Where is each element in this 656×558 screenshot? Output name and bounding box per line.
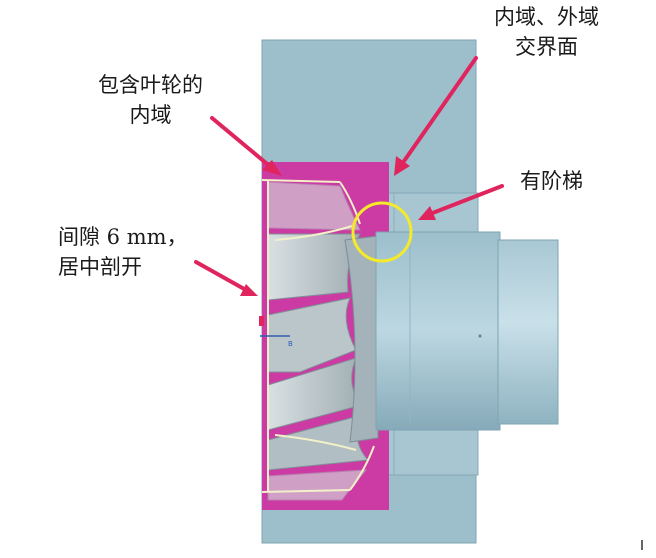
svg-text:B: B [288, 340, 293, 348]
arrow-gap-head [240, 284, 258, 296]
label-step: 有阶梯 [520, 166, 583, 196]
annotation-arrows [194, 56, 504, 296]
arrow-inner-domain [210, 116, 274, 170]
label-inner-domain-line1: 包含叶轮的 [98, 73, 203, 97]
label-inner-domain: 包含叶轮的 内域 [98, 70, 203, 130]
impeller-blades [267, 181, 370, 501]
arrow-inner-domain-head [262, 160, 282, 176]
label-interface: 内域、外域 交界面 [494, 2, 599, 62]
label-gap-line1: 间隙 6 mm， [58, 225, 188, 249]
label-inner-domain-line2: 内域 [129, 103, 172, 127]
label-interface-line2: 交界面 [515, 35, 578, 59]
label-step-text: 有阶梯 [520, 169, 583, 193]
arrow-step-head [418, 206, 436, 220]
step-highlight-circle [351, 201, 413, 263]
arrow-gap [194, 260, 248, 292]
arrow-step [428, 184, 504, 216]
shaft-center-mark [478, 334, 482, 338]
label-gap: 间隙 6 mm， 居中剖开 [58, 222, 188, 282]
impeller-hub [344, 235, 379, 443]
label-gap-line2: 居中剖开 [58, 255, 142, 279]
label-interface-line1: 内域、外域 [494, 5, 599, 29]
shaft-hub [375, 231, 501, 431]
shaft [497, 239, 559, 425]
arrow-interface-head [394, 156, 410, 176]
arrow-interface [400, 56, 478, 166]
axis-marker: B [259, 316, 293, 348]
